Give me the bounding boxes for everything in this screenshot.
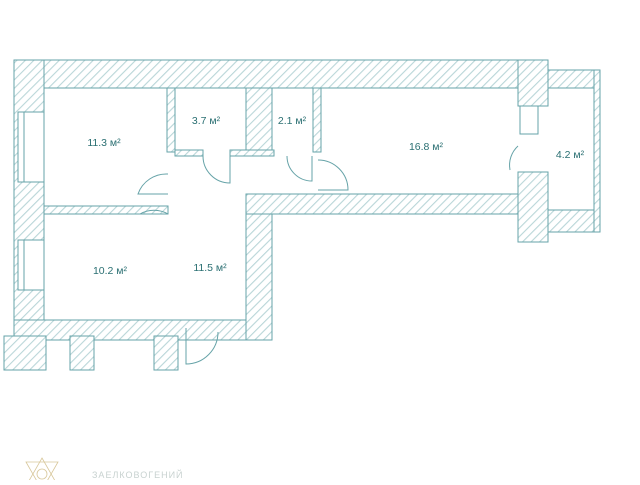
door-room-4 — [317, 159, 349, 191]
wall-top — [13, 59, 549, 89]
window-left-1 — [17, 111, 45, 183]
wall-partition-1 — [166, 87, 176, 153]
wall-bottom-left-block — [3, 335, 47, 371]
wall-partition-2 — [245, 87, 273, 153]
walls — [3, 59, 601, 371]
window-right — [519, 105, 539, 135]
wall-partition-3 — [312, 87, 322, 153]
wall-bottom — [13, 319, 271, 341]
wall-left — [13, 59, 45, 341]
door-room-1 — [137, 173, 169, 195]
doors — [137, 145, 519, 365]
wall-balcony-bottom — [547, 209, 601, 233]
windows — [17, 105, 539, 291]
room-6-area: 10.2 м² — [93, 265, 128, 277]
wall-right-bottom — [517, 171, 549, 243]
door-balcony — [509, 145, 519, 171]
room-7-area: 11.5 м² — [193, 262, 227, 274]
wall-balcony-right — [593, 69, 601, 233]
wall-bottom-pillar-2 — [153, 335, 179, 371]
room-labels: 11.3 м² 3.7 м² 2.1 м² 16.8 м² 4.2 м² 10.… — [87, 115, 584, 277]
door-entry — [185, 328, 219, 365]
wall-corridor-right — [245, 193, 273, 341]
door-room-6 — [139, 209, 169, 215]
room-1-area: 11.3 м² — [87, 137, 121, 149]
wall-small-rooms-bottom-1 — [174, 149, 204, 157]
logo-text: ЗАЕЛКОВОГЕНИЙ — [92, 469, 184, 480]
room-2-area: 3.7 м² — [192, 115, 221, 127]
wall-bottom-pillar-1 — [69, 335, 95, 371]
wall-balcony-top — [547, 69, 601, 89]
wall-small-rooms-bottom-2 — [229, 149, 275, 157]
wall-left-rooms-divider — [43, 205, 169, 215]
door-room-3 — [286, 155, 313, 182]
wall-right-top — [517, 59, 549, 107]
logo: ЗАЕЛКОВОГЕНИЙ — [25, 457, 184, 485]
room-4-area: 16.8 м² — [409, 141, 444, 153]
room-5-area: 4.2 м² — [556, 149, 585, 161]
wall-big-room-bottom — [245, 193, 519, 215]
geometric-star-icon — [25, 457, 59, 485]
door-room-2 — [202, 155, 231, 184]
room-3-area: 2.1 м² — [278, 115, 307, 127]
window-left-2 — [17, 239, 45, 291]
